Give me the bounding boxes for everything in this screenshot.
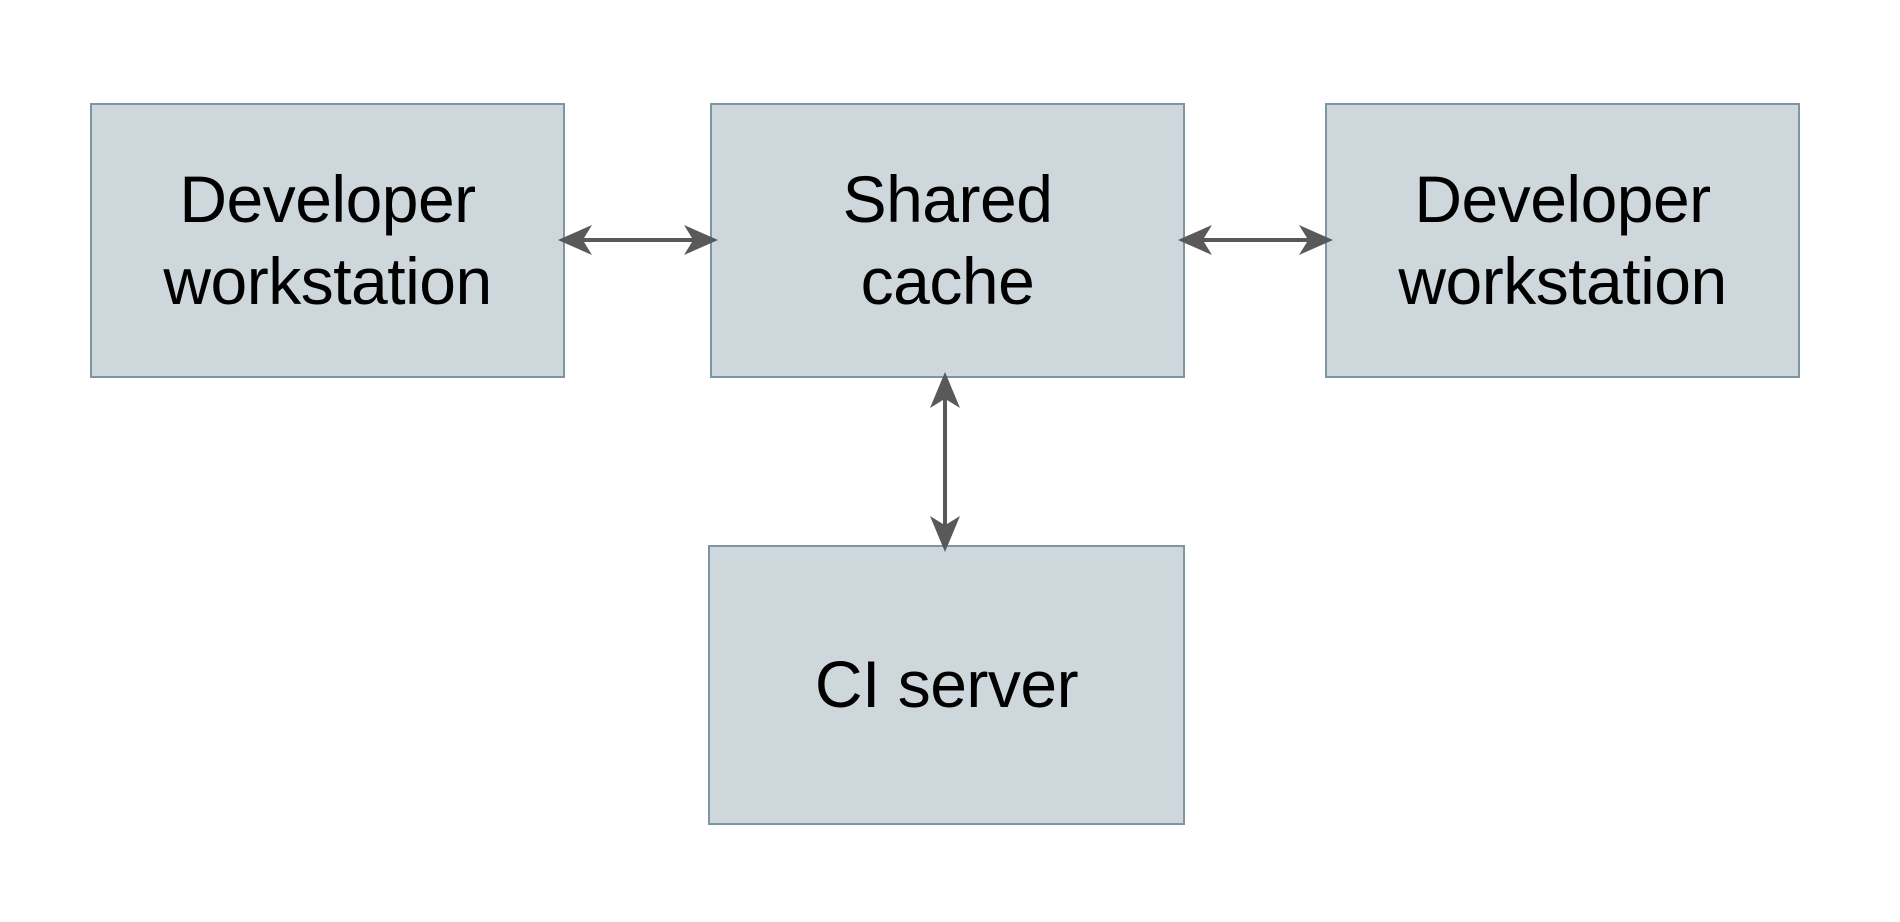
node-label: CI server [814, 647, 1079, 722]
node-label: Developer workstation [1398, 161, 1727, 318]
double-arrow-icon [558, 225, 718, 255]
node-ci-server[interactable]: CI server [708, 545, 1185, 825]
edge-developer-left-to-shared-cache [558, 225, 718, 255]
node-label: Developer workstation [163, 161, 492, 318]
node-developer-workstation-right[interactable]: Developer workstation [1325, 103, 1800, 378]
node-label: Shared cache [842, 161, 1053, 318]
double-arrow-icon [1178, 225, 1333, 255]
node-shared-cache[interactable]: Shared cache [710, 103, 1185, 378]
node-developer-workstation-left[interactable]: Developer workstation [90, 103, 565, 378]
edge-shared-cache-to-developer-right [1178, 225, 1333, 255]
double-arrow-icon [930, 372, 960, 552]
edge-shared-cache-to-ci-server [930, 372, 960, 552]
